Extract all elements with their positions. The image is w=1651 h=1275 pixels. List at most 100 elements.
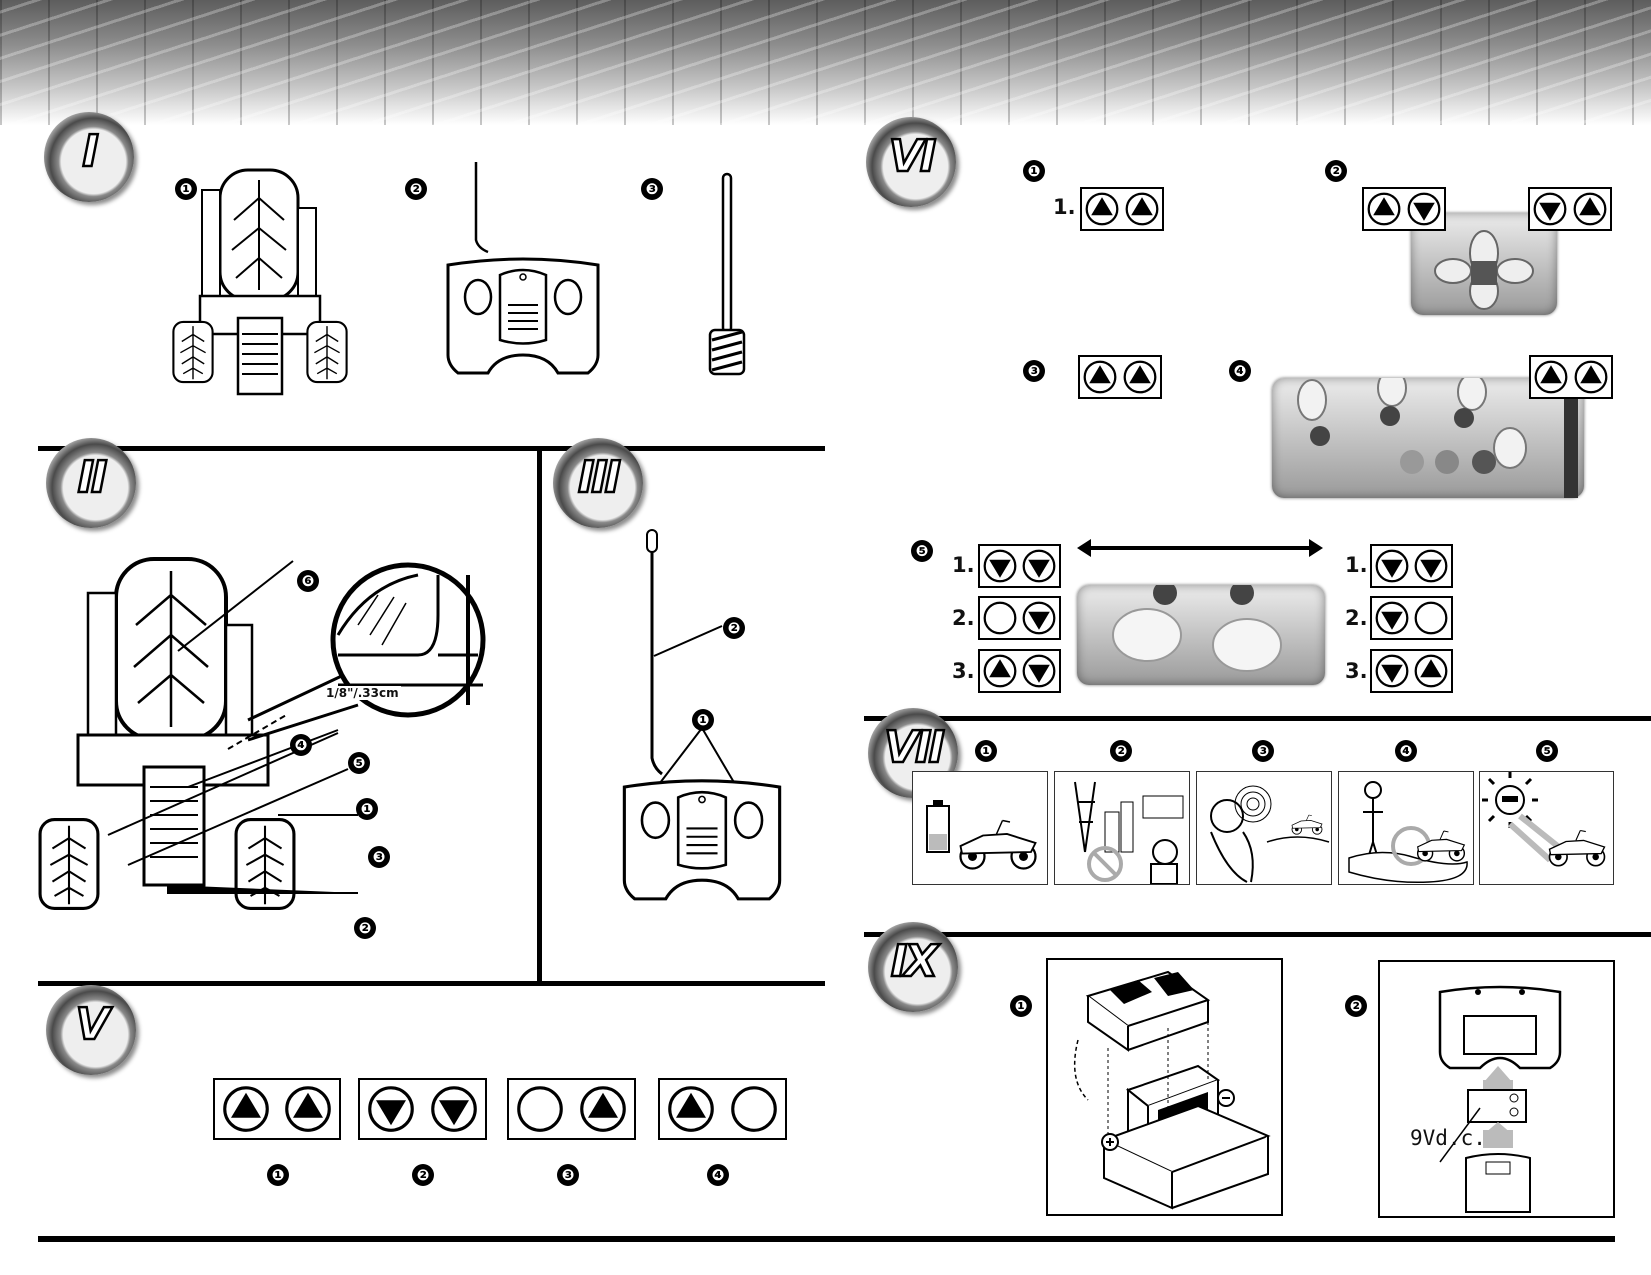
header-banner bbox=[0, 0, 1651, 125]
double-arrow-icon bbox=[1077, 539, 1323, 557]
control-combo bbox=[1370, 544, 1453, 588]
callout-2: ❷ bbox=[354, 917, 376, 939]
callout-3: ❸ bbox=[1252, 740, 1274, 762]
control-combo bbox=[1528, 187, 1612, 231]
up-arrow-button-icon bbox=[1082, 359, 1118, 395]
callout-4: ❹ bbox=[1229, 360, 1251, 382]
control-combo bbox=[1078, 355, 1162, 399]
blank-button-icon bbox=[982, 600, 1018, 636]
down-arrow-button-icon bbox=[429, 1084, 479, 1134]
callout-1: ❶ bbox=[692, 709, 714, 731]
vehicle-maneuver-photo bbox=[1112, 581, 1282, 672]
divider-line bbox=[38, 981, 825, 986]
blank-button-icon bbox=[515, 1084, 565, 1134]
section-badge-V: V bbox=[46, 985, 136, 1075]
vehicle-wheelie-sequence-photo bbox=[1297, 369, 1578, 498]
callout-5: ❺ bbox=[911, 540, 933, 562]
callout-3: ❸ bbox=[368, 846, 390, 868]
callout-4: ❹ bbox=[707, 1164, 729, 1186]
callout-4: ❹ bbox=[1395, 740, 1417, 762]
down-arrow-button-icon bbox=[1374, 548, 1410, 584]
remote-control-illustration bbox=[446, 162, 600, 375]
water-warning-icon bbox=[1348, 781, 1468, 884]
up-arrow-button-icon bbox=[1413, 653, 1449, 689]
control-combo bbox=[978, 649, 1061, 693]
down-arrow-button-icon bbox=[1021, 600, 1057, 636]
callout-3: ❸ bbox=[641, 178, 663, 200]
tip-panel-range bbox=[1196, 771, 1332, 885]
up-arrow-button-icon bbox=[1366, 191, 1402, 227]
clearance-measure-label: 1/8"/.33cm bbox=[324, 686, 401, 700]
divider-line bbox=[864, 716, 1651, 721]
down-arrow-button-icon bbox=[1406, 191, 1442, 227]
up-arrow-button-icon bbox=[1572, 191, 1608, 227]
up-arrow-button-icon bbox=[221, 1084, 271, 1134]
divider-line bbox=[38, 446, 825, 451]
control-combo bbox=[1370, 596, 1453, 640]
up-arrow-button-icon bbox=[1124, 191, 1160, 227]
step-label: 1. bbox=[1053, 195, 1076, 219]
battery-car-icon bbox=[926, 800, 1037, 870]
callout-5: ❺ bbox=[1536, 740, 1558, 762]
vehicle-spin-photo bbox=[1434, 230, 1534, 310]
up-arrow-button-icon bbox=[666, 1084, 716, 1134]
up-arrow-button-icon bbox=[1122, 359, 1158, 395]
sun-heat-icon bbox=[1482, 772, 1606, 867]
down-arrow-button-icon bbox=[1532, 191, 1568, 227]
down-arrow-button-icon bbox=[1021, 548, 1057, 584]
section-badge-I: I bbox=[44, 112, 134, 202]
step-label: 3. bbox=[1345, 659, 1368, 683]
tip-panel-heat bbox=[1479, 771, 1614, 885]
city-interference-icon bbox=[1074, 781, 1184, 884]
footer-rule bbox=[38, 1236, 1615, 1242]
vehicle-battery-install-illustration bbox=[1073, 970, 1271, 1210]
tip-panel-interference bbox=[1054, 771, 1190, 885]
divider-line bbox=[864, 932, 1651, 937]
up-arrow-button-icon bbox=[283, 1084, 333, 1134]
up-arrow-button-icon bbox=[1084, 191, 1120, 227]
blank-button-icon bbox=[1413, 600, 1449, 636]
control-combo bbox=[1362, 187, 1446, 231]
section-badge-III: III bbox=[553, 438, 643, 528]
vehicle-battery-panel bbox=[1046, 958, 1283, 1216]
battery-voltage-label: 9Vd.c. bbox=[1410, 1126, 1486, 1150]
control-combo bbox=[978, 596, 1061, 640]
remote-battery-panel bbox=[1378, 960, 1615, 1218]
down-arrow-button-icon bbox=[366, 1084, 416, 1134]
callout-1: ❶ bbox=[175, 178, 197, 200]
remote-battery-install-illustration bbox=[1438, 985, 1562, 1213]
callout-3: ❸ bbox=[557, 1164, 579, 1186]
control-combo-reverse bbox=[358, 1078, 487, 1140]
down-arrow-button-icon bbox=[1413, 548, 1449, 584]
callout-1: ❶ bbox=[356, 798, 378, 820]
callout-4: ❹ bbox=[290, 734, 312, 756]
down-arrow-button-icon bbox=[1021, 653, 1057, 689]
blank-button-icon bbox=[729, 1084, 779, 1134]
callout-1: ❶ bbox=[267, 1164, 289, 1186]
vehicle-detail-illustration bbox=[38, 557, 486, 911]
remote-antenna-extended-illustration bbox=[622, 529, 782, 901]
section-badge-IX: IX bbox=[868, 922, 958, 1012]
callout-2: ❷ bbox=[723, 617, 745, 639]
callout-3: ❸ bbox=[1023, 360, 1045, 382]
up-arrow-button-icon bbox=[1573, 359, 1609, 395]
control-combo-turn-left bbox=[507, 1078, 636, 1140]
control-combo-turn-right bbox=[658, 1078, 787, 1140]
tip-panel-water bbox=[1338, 771, 1474, 885]
callout-1: ❶ bbox=[1023, 160, 1045, 182]
control-combo bbox=[1370, 649, 1453, 693]
step-label: 3. bbox=[952, 659, 975, 683]
control-combo-forward bbox=[213, 1078, 341, 1140]
reverse-maneuver-photo bbox=[1077, 581, 1325, 685]
callout-2: ❷ bbox=[1345, 995, 1367, 1017]
callout-5: ❺ bbox=[348, 752, 370, 774]
callout-1: ❶ bbox=[1010, 995, 1032, 1017]
control-combo bbox=[978, 544, 1061, 588]
control-combo bbox=[1080, 187, 1164, 231]
section-badge-VI: VI bbox=[866, 117, 956, 207]
step-label: 2. bbox=[952, 606, 975, 630]
callout-6: ❻ bbox=[297, 570, 319, 592]
callout-2: ❷ bbox=[412, 1164, 434, 1186]
down-arrow-button-icon bbox=[1374, 600, 1410, 636]
callout-2: ❷ bbox=[1325, 160, 1347, 182]
